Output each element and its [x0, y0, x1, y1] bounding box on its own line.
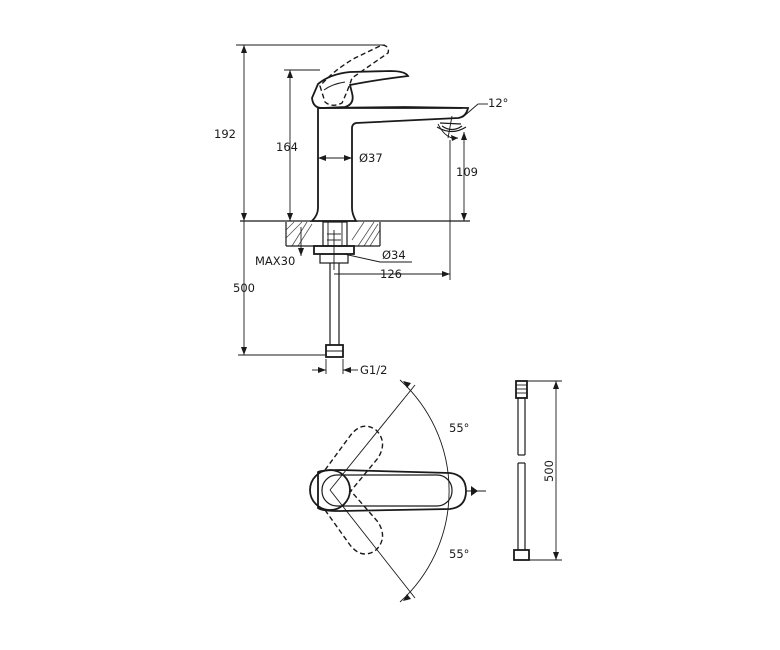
supply-hose	[325, 263, 344, 358]
spout-clearance-value: 109	[456, 165, 478, 179]
lever-top-dashed-up	[324, 425, 384, 493]
dim-body-diameter: Ø37	[318, 151, 383, 165]
lever-top-dashed-down	[324, 489, 384, 555]
lever-raised-outline	[319, 44, 390, 106]
rotation-down-value: 55°	[449, 547, 469, 561]
dim-connection-thread: G1/2	[312, 359, 387, 377]
mounting-shank	[313, 221, 355, 270]
dim-hose-length: 500	[233, 221, 326, 356]
dim-body-height: 164	[276, 69, 320, 221]
dim-aerator-tilt: 12°	[437, 96, 508, 141]
hose-length-value: 500	[233, 281, 255, 295]
lever-handle	[311, 70, 410, 109]
hose-side-length-value: 500	[542, 460, 556, 482]
rotation-up-value: 55°	[449, 421, 469, 435]
faucet-body-outline	[309, 106, 470, 222]
dim-overall-height: 192	[214, 44, 385, 221]
base-diameter-value: Ø34	[382, 248, 406, 262]
hose-side-view: 500	[513, 380, 562, 561]
dim-spout-clearance: 109	[456, 132, 478, 221]
aerator-tilt-value: 12°	[488, 96, 508, 110]
dim-base-diameter: Ø34	[343, 248, 412, 263]
body-height-value: 164	[276, 140, 298, 154]
rotation-arc	[399, 379, 450, 603]
spout-reach-value: 126	[380, 267, 402, 281]
dim-max-deck: MAX30	[255, 227, 304, 268]
deck-hatching	[285, 221, 381, 247]
body-diameter-value: Ø37	[359, 151, 383, 165]
max-deck-value: MAX30	[255, 254, 295, 268]
overall-height-value: 192	[214, 127, 236, 141]
aerator	[436, 115, 467, 139]
side-view: 192 164 Ø37 109	[214, 44, 508, 377]
top-view: 55° 55°	[309, 379, 486, 603]
connection-thread-value: G1/2	[360, 363, 387, 377]
dim-spout-reach: 126	[334, 140, 451, 281]
